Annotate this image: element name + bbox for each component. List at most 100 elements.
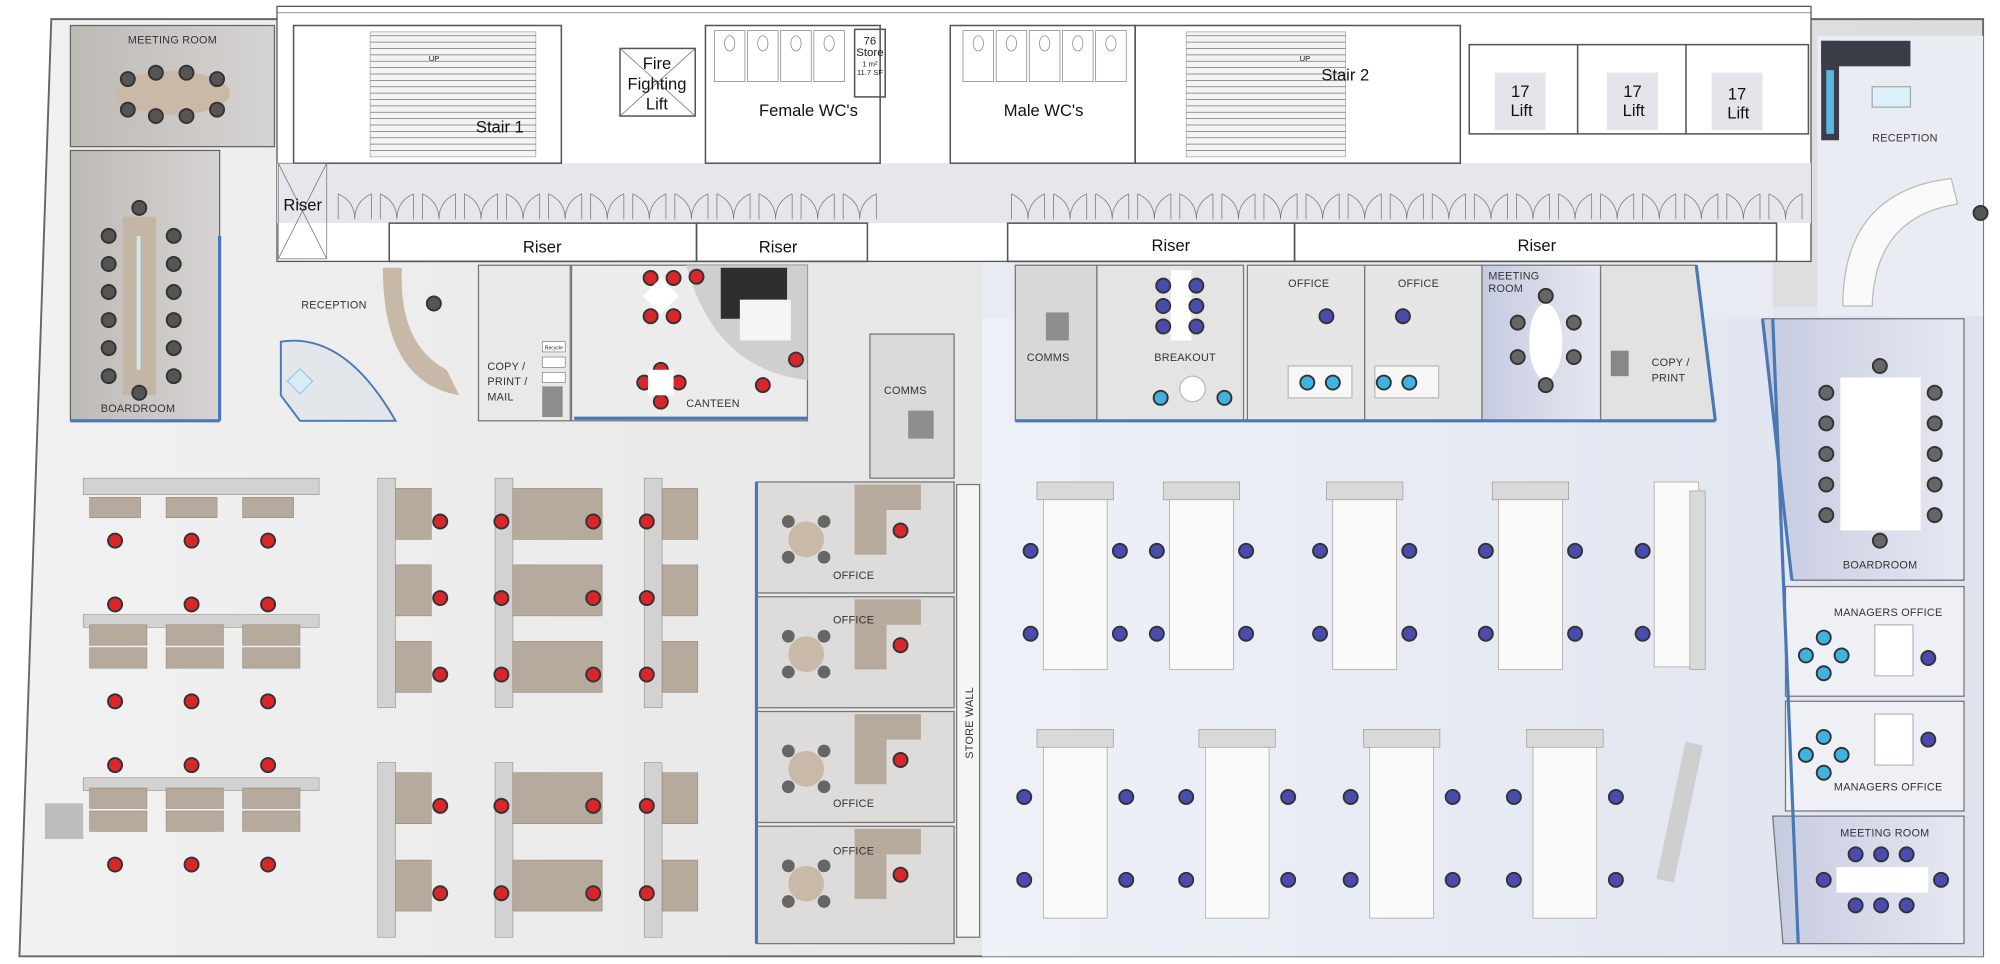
chair [892,637,909,654]
chair [892,866,909,883]
riser-door [1473,193,1508,220]
chair [1833,647,1850,664]
lift-3-label: Lift [1727,104,1749,123]
riser-door [1263,193,1298,220]
chair [165,368,182,385]
chair [665,270,682,286]
chair [1818,445,1835,462]
chair [260,693,277,710]
desk [395,564,432,617]
reception-left-label: RECEPTION [301,300,366,312]
chair [131,384,148,401]
meeting-room-top-line-2: ROOM [1488,283,1523,295]
desk [89,787,148,809]
chair [781,895,795,908]
desk [1036,481,1114,501]
comms-room-top: COMMS [1014,264,1098,422]
riser-2-label: Riser [759,237,798,256]
store-wall: STORE WALL [956,483,981,938]
canteen-table [648,369,674,396]
meeting-room-top-line-1: MEETING [1488,270,1539,282]
female-wc: Female WC's [704,24,881,164]
chair [165,312,182,329]
chair [1188,277,1205,294]
comms-top-label: COMMS [1027,352,1070,364]
chair [1933,871,1950,888]
desk [1363,729,1441,748]
chair [1847,846,1864,863]
office-label: OFFICE [1398,278,1439,290]
desk [854,854,887,899]
round-table [788,521,825,558]
chair [432,797,449,814]
chair [817,859,831,873]
office-label: OFFICE [833,615,874,627]
reception-right-label: RECEPTION [1872,133,1937,145]
chair [1238,625,1255,642]
desk [395,641,432,693]
chair [781,780,795,794]
riser-door [1095,193,1130,220]
chair [260,757,277,774]
copy-print-room: COPY /PRINT [1599,264,1717,422]
chair [817,550,831,564]
chair [1505,871,1522,888]
desk [1491,481,1569,501]
chair [107,532,124,549]
toilet-icon [790,35,802,52]
stair-2: UP Stair 2 [1134,24,1462,164]
chair [1444,788,1461,805]
office-label: OFFICE [833,845,874,857]
chair [1148,625,1165,642]
riser-door [1642,193,1677,220]
chair [1509,349,1526,366]
wc-cubicle [995,30,1028,82]
chair [1118,788,1135,805]
managers-office-label: MANAGERS OFFICE [1834,782,1943,794]
riser-door [1684,193,1719,220]
desk [89,624,148,646]
chair [1926,445,1943,462]
desk [643,762,663,938]
chair [100,340,117,357]
chair [638,513,655,530]
desk [661,488,699,540]
breakout-label: BREAKOUT [1154,352,1216,364]
stair-2-label: Stair 2 [1321,65,1369,84]
stair-1: UP Stair 1 [292,24,563,164]
chair [892,752,909,768]
chair [1178,788,1195,805]
chair [585,797,602,814]
chair [1444,871,1461,888]
chair [131,199,148,216]
desk [854,510,887,555]
wc-cubicle [813,30,845,82]
desk [854,739,887,785]
desk [854,714,921,740]
riser-left: Riser [277,162,328,260]
lift-1-number: 17 [1511,82,1529,101]
comms-label: COMMS [884,385,927,397]
chair [178,64,195,81]
desk [854,484,921,511]
desk [242,624,301,646]
toilet-icon [1072,35,1084,52]
copy-print-mail-line-2: PRINT / [487,376,528,388]
desk [512,641,603,693]
chair [1833,746,1850,763]
chair [1016,788,1033,805]
chair [432,513,449,530]
managers-office-label: MANAGERS OFFICE [1834,607,1943,619]
chair [209,71,226,88]
riser-door [548,193,583,220]
chair [781,550,795,564]
chair [1818,476,1835,493]
storage-unit [1656,741,1703,883]
office-label: OFFICE [833,798,874,810]
chair [781,665,795,679]
